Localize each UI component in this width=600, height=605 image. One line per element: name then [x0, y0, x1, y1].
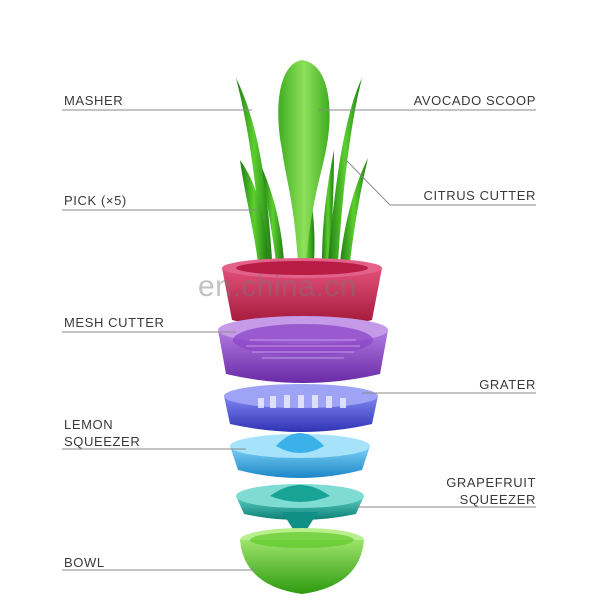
label-lemon-squeezer-line1: LEMON — [64, 416, 113, 433]
label-grapefruit-squeezer-line2: SQUEEZER — [460, 491, 536, 508]
avocado-scoop — [278, 60, 329, 262]
leaves-group — [236, 60, 368, 262]
label-citrus-cutter: CITRUS CUTTER — [423, 187, 536, 204]
watermark-text: en.china.cn — [198, 270, 357, 304]
label-mesh-cutter: MESH CUTTER — [64, 314, 165, 331]
label-grater: GRATER — [479, 376, 536, 393]
label-masher: MASHER — [64, 92, 123, 109]
label-grapefruit-squeezer-line1: GRAPEFRUIT — [446, 474, 536, 491]
label-avocado-scoop: AVOCADO SCOOP — [414, 92, 536, 109]
label-bowl: BOWL — [64, 554, 105, 571]
grater — [224, 384, 378, 432]
lemon-squeezer — [230, 433, 370, 478]
mesh-cutter — [218, 316, 388, 383]
label-lemon-squeezer-line2: SQUEEZER — [64, 433, 140, 450]
bowl — [240, 528, 364, 594]
label-pick: PICK (×5) — [64, 192, 127, 209]
